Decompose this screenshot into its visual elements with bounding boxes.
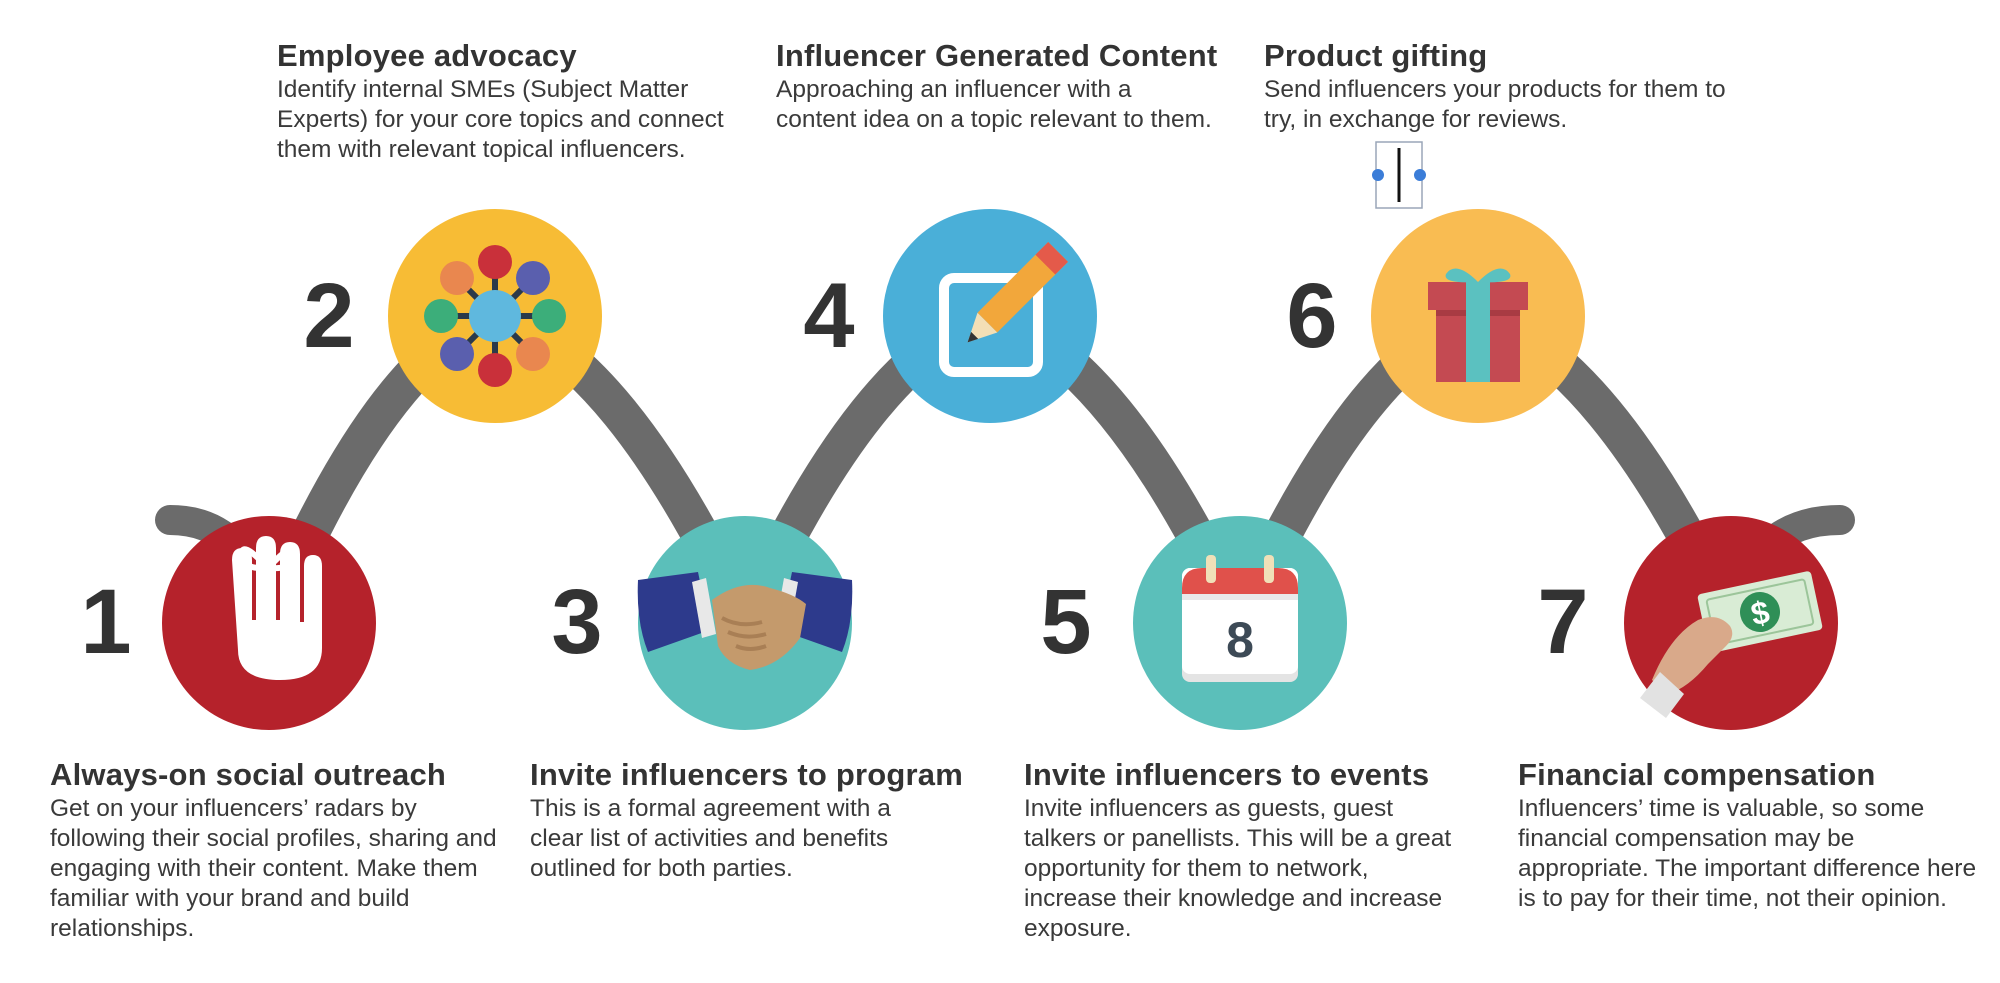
hand-with-string-icon (232, 536, 322, 680)
gift-box-icon (1428, 268, 1528, 382)
step-1-text: Always-on social outreach Get on your in… (50, 757, 500, 944)
selection-handle-right[interactable] (1414, 169, 1426, 181)
step-4-title: Influencer Generated Content (776, 38, 1218, 73)
step-7-description: Influencers’ time is valuable, so some f… (1518, 795, 1977, 912)
step-1-title: Always-on social outreach (50, 757, 447, 792)
step-3-text: Invite influencers to program This is a … (530, 757, 963, 884)
hand-holding-money-icon: $ (1640, 571, 1823, 718)
calendar-day: 8 (1226, 612, 1254, 668)
step-2-number: 2 (303, 265, 355, 367)
network-hub-icon (424, 245, 566, 387)
text-cursor-handle[interactable] (1372, 141, 1426, 209)
step-2-circle (388, 209, 602, 423)
step-6-description: Send influencers your products for them … (1264, 76, 1726, 133)
step-6-number: 6 (1286, 265, 1338, 367)
step-1-circle (162, 516, 376, 730)
step-1-number: 1 (80, 571, 132, 673)
step-2-description: Identify internal SMEs (Subject Matter E… (277, 76, 724, 163)
step-4-circle (883, 209, 1097, 423)
step-4-description: Approaching an influencer with a content… (776, 76, 1212, 133)
step-4-number: 4 (803, 265, 855, 367)
step-5-number: 5 (1040, 571, 1092, 673)
selection-handle-left[interactable] (1372, 169, 1384, 181)
step-3-description: This is a formal agreement with a clear … (530, 795, 891, 882)
step-4-text: Influencer Generated Content Approaching… (776, 38, 1218, 135)
step-5-title: Invite influencers to events (1024, 757, 1430, 792)
step-3-number: 3 (551, 571, 603, 673)
step-7-number: 7 (1537, 571, 1589, 673)
calendar-icon: 8 (1182, 555, 1298, 682)
step-3-circle (637, 516, 853, 730)
step-6-circle (1371, 209, 1585, 423)
step-2-text: Employee advocacy Identify internal SMEs… (277, 38, 747, 165)
handshake-icon (637, 572, 853, 670)
step-1-description: Get on your influencers’ radars by follo… (50, 795, 497, 942)
step-7-title: Financial compensation (1518, 757, 1876, 792)
edit-pencil-icon (939, 242, 1068, 377)
step-5-description: Invite influencers as guests, guest talk… (1024, 795, 1452, 942)
step-6-title: Product gifting (1264, 38, 1488, 73)
step-5-circle: 8 (1133, 516, 1347, 730)
step-7-circle: $ (1624, 516, 1838, 730)
step-7-text: Financial compensation Influencers’ time… (1518, 757, 1988, 914)
step-2-title: Employee advocacy (277, 38, 577, 73)
step-6-text: Product gifting Send influencers your pr… (1264, 38, 1734, 135)
step-3-title: Invite influencers to program (530, 757, 963, 792)
step-5-text: Invite influencers to events Invite infl… (1024, 757, 1454, 944)
